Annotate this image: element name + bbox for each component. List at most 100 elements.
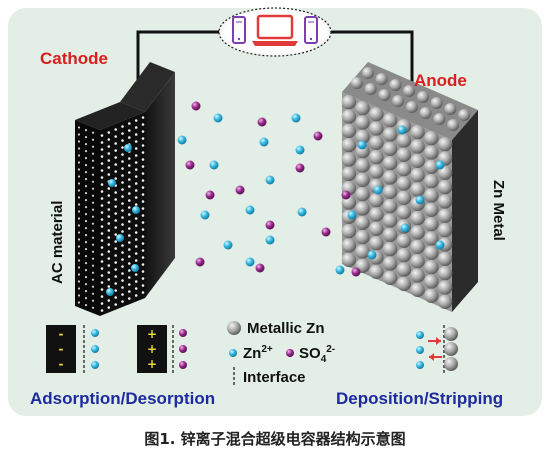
- pore-dot: [114, 128, 117, 131]
- pore-dot: [134, 252, 138, 255]
- plus-sign: +: [147, 327, 157, 341]
- pore-dot: [141, 256, 145, 259]
- pore-dot: [114, 233, 117, 236]
- anode-block: [341, 62, 478, 312]
- zn-atom: [437, 223, 453, 238]
- pore-dot: [128, 122, 131, 125]
- pore-dot: [128, 248, 131, 251]
- zn-atom: [424, 260, 439, 275]
- pore-dot: [77, 252, 81, 255]
- pore-dot: [91, 236, 95, 239]
- pore-dot: [141, 291, 145, 294]
- zn-ion: [259, 137, 269, 147]
- zn-ion: [106, 288, 114, 296]
- pore-dot: [77, 196, 81, 199]
- zn-metal-label: Zn Metal: [490, 180, 507, 241]
- pore-dot: [77, 203, 81, 206]
- pore-dot: [91, 187, 95, 190]
- pore-dot: [91, 180, 95, 183]
- pore-dot: [114, 149, 117, 152]
- pore-dot: [141, 207, 145, 210]
- zn-atom: [355, 172, 370, 187]
- pore-dot: [114, 261, 117, 264]
- pore-dot: [77, 224, 81, 227]
- electrolyte-ions: [177, 101, 361, 277]
- pore-dot: [107, 145, 111, 148]
- pore-dot: [84, 241, 88, 244]
- pore-dot: [100, 288, 104, 291]
- zn-atom: [341, 95, 357, 110]
- pore-dot: [84, 143, 88, 146]
- adsorption-desorption-label: Adsorption/Desorption: [30, 389, 215, 408]
- pore-dot: [141, 214, 145, 217]
- zn-ion: [265, 175, 275, 185]
- pore-dot: [91, 173, 95, 176]
- pore-dot: [77, 182, 81, 185]
- smartphone-icon: [232, 16, 246, 44]
- pore-dot: [91, 145, 95, 148]
- pore-dot: [107, 208, 111, 211]
- zn-atom: [396, 147, 412, 162]
- pore-dot: [100, 260, 104, 263]
- pore-dot: [121, 209, 124, 212]
- zn-ion: [357, 140, 367, 150]
- zn-atom: [403, 85, 416, 97]
- pore-dot: [91, 159, 95, 162]
- pore-dot: [114, 296, 117, 299]
- pore-dot: [141, 228, 145, 231]
- zn-atom: [378, 89, 391, 101]
- pore-dot: [134, 231, 138, 234]
- zn-atom: [437, 180, 453, 195]
- zn-atom: [424, 217, 439, 232]
- zn-atom: [389, 79, 402, 91]
- pore-dot: [141, 172, 145, 175]
- pore-dot: [84, 136, 88, 139]
- pore-dot: [100, 148, 104, 151]
- pore-dot: [141, 221, 145, 224]
- arrow-icon: [429, 353, 442, 361]
- deposition-stripping-label: Deposition/Stripping: [336, 389, 503, 408]
- sulfate-ion: [255, 263, 265, 273]
- pore-dot: [100, 190, 104, 193]
- zn-atom: [410, 182, 425, 197]
- pore-dot: [114, 156, 117, 159]
- zn-ion: [291, 113, 301, 123]
- pore-dot: [134, 189, 138, 192]
- pore-dot: [121, 132, 124, 135]
- pore-dot: [121, 146, 124, 149]
- pore-dot: [91, 194, 95, 197]
- minus-sign: -: [59, 342, 64, 356]
- zn-atom: [396, 248, 412, 263]
- negative-electrode-mini: - - -: [46, 325, 76, 373]
- sulfate-ion: [205, 190, 215, 200]
- pore-dot: [141, 277, 145, 280]
- pore-dot: [134, 280, 138, 283]
- pore-dot: [121, 223, 124, 226]
- pore-dot: [121, 195, 124, 198]
- pore-dot: [84, 283, 88, 286]
- zn-atom: [424, 174, 439, 189]
- pore-dot: [91, 215, 95, 218]
- laptop-icon: [252, 14, 298, 46]
- zn-atom: [396, 262, 412, 277]
- sulfate-ion: [195, 257, 205, 267]
- pore-dot: [107, 250, 111, 253]
- pore-dot: [141, 151, 145, 154]
- pore-dot: [84, 164, 88, 167]
- pore-dot: [114, 240, 117, 243]
- zn-ion: [415, 195, 425, 205]
- zn-atom: [396, 176, 412, 191]
- plus-sign: +: [147, 342, 157, 356]
- pore-dot: [128, 213, 131, 216]
- zn-ion-icon: [229, 349, 237, 357]
- zn-ion: [177, 135, 187, 145]
- zn-atom: [458, 109, 471, 121]
- zn-ion: [335, 265, 345, 275]
- zn-atom: [437, 280, 453, 295]
- pore-dot: [84, 129, 88, 132]
- cathode-label: Cathode: [40, 49, 108, 68]
- pore-dot: [128, 227, 131, 230]
- zn-atom: [382, 242, 398, 257]
- pore-dot: [128, 290, 131, 293]
- zn-ion: [373, 185, 383, 195]
